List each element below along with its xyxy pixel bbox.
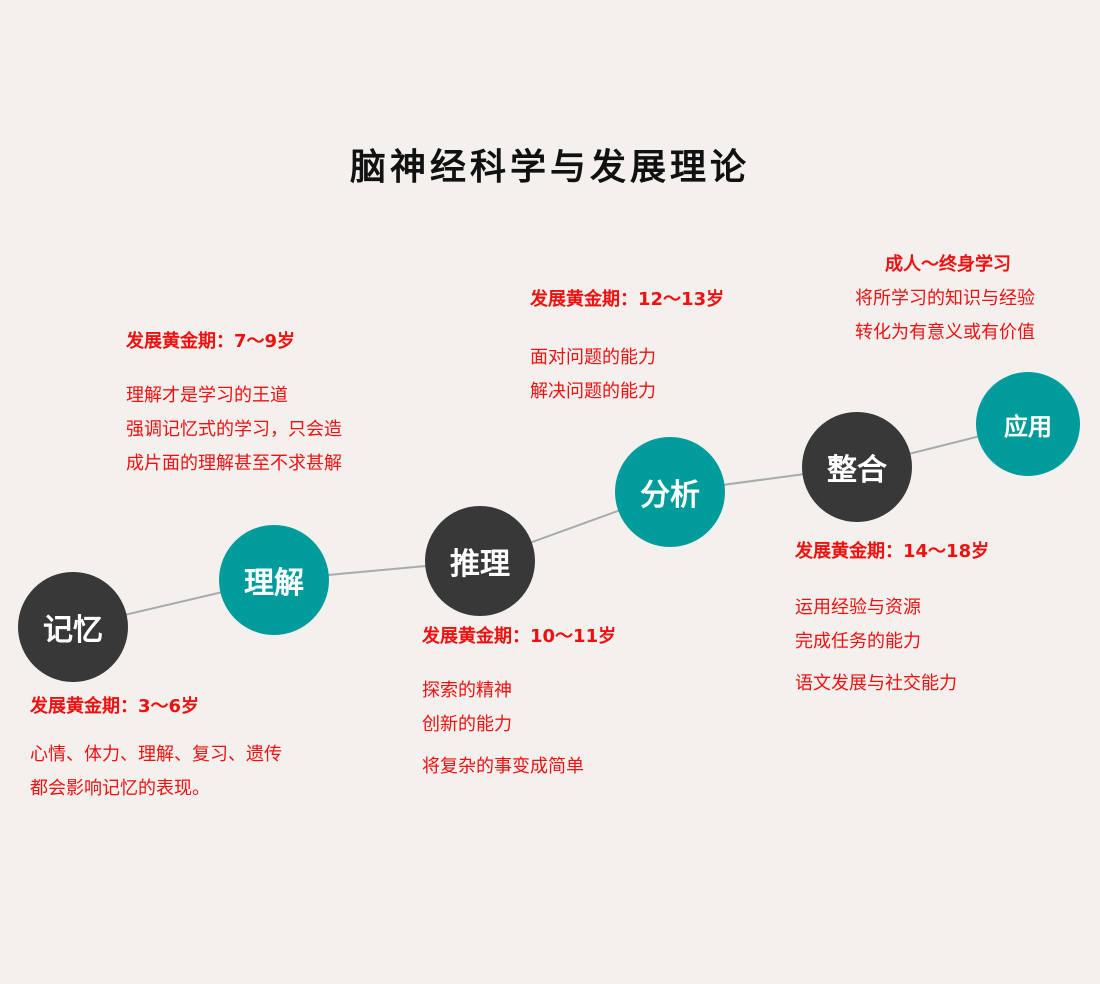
- stage-info-understanding: 发展黄金期：7～9岁 理解才是学习的王道 强调记忆式的学习，只会造 成片面的理解…: [126, 325, 342, 481]
- desc-line: 面对问题的能力: [530, 347, 656, 368]
- desc-line: 探索的精神: [422, 680, 512, 701]
- desc-line: 心情、体力、理解、复习、遗传: [30, 744, 282, 765]
- desc-line: 强调记忆式的学习，只会造: [126, 419, 342, 440]
- desc-line: 将复杂的事变成简单: [422, 756, 584, 777]
- desc-line: 完成任务的能力: [795, 631, 921, 652]
- stage-node-understanding: 理解: [219, 525, 329, 635]
- desc-line: 理解才是学习的王道: [126, 385, 288, 406]
- stage-info-application: 成人～终身学习 将所学习的知识与经验 转化为有意义或有价值: [855, 248, 1035, 350]
- period-label: 发展黄金期：10～11岁: [422, 626, 617, 647]
- desc-line: 都会影响记忆的表现。: [30, 778, 210, 799]
- diagram-title: 脑神经科学与发展理论: [349, 146, 750, 188]
- desc-line: 创新的能力: [422, 714, 512, 735]
- stage-node-analysis: 分析: [615, 437, 725, 547]
- stage-info-integration: 发展黄金期：14～18岁 运用经验与资源 完成任务的能力 语文发展与社交能力: [795, 535, 989, 701]
- stage-node-memory: 记忆: [18, 572, 128, 682]
- desc-line: 解决问题的能力: [530, 381, 656, 402]
- period-label: 成人～终身学习: [885, 254, 1011, 275]
- period-label: 发展黄金期：7～9岁: [126, 331, 296, 352]
- stage-node-reasoning: 推理: [425, 506, 535, 616]
- desc-line: 转化为有意义或有价值: [855, 322, 1035, 343]
- stage-node-integration: 整合: [802, 412, 912, 522]
- desc-line: 成片面的理解甚至不求甚解: [126, 453, 342, 474]
- desc-line: 运用经验与资源: [795, 597, 921, 618]
- desc-line: 将所学习的知识与经验: [855, 288, 1035, 309]
- stage-info-memory: 发展黄金期：3～6岁 心情、体力、理解、复习、遗传 都会影响记忆的表现。: [30, 690, 282, 806]
- stage-info-analysis: 发展黄金期：12～13岁 面对问题的能力 解决问题的能力: [530, 283, 724, 409]
- period-label: 发展黄金期：12～13岁: [530, 289, 725, 310]
- period-label: 发展黄金期：3～6岁: [30, 696, 200, 717]
- stage-info-reasoning: 发展黄金期：10～11岁 探索的精神 创新的能力 将复杂的事变成简单: [422, 620, 616, 784]
- stage-node-application: 应用: [976, 372, 1080, 476]
- desc-line: 语文发展与社交能力: [795, 673, 957, 694]
- period-label: 发展黄金期：14～18岁: [795, 541, 990, 562]
